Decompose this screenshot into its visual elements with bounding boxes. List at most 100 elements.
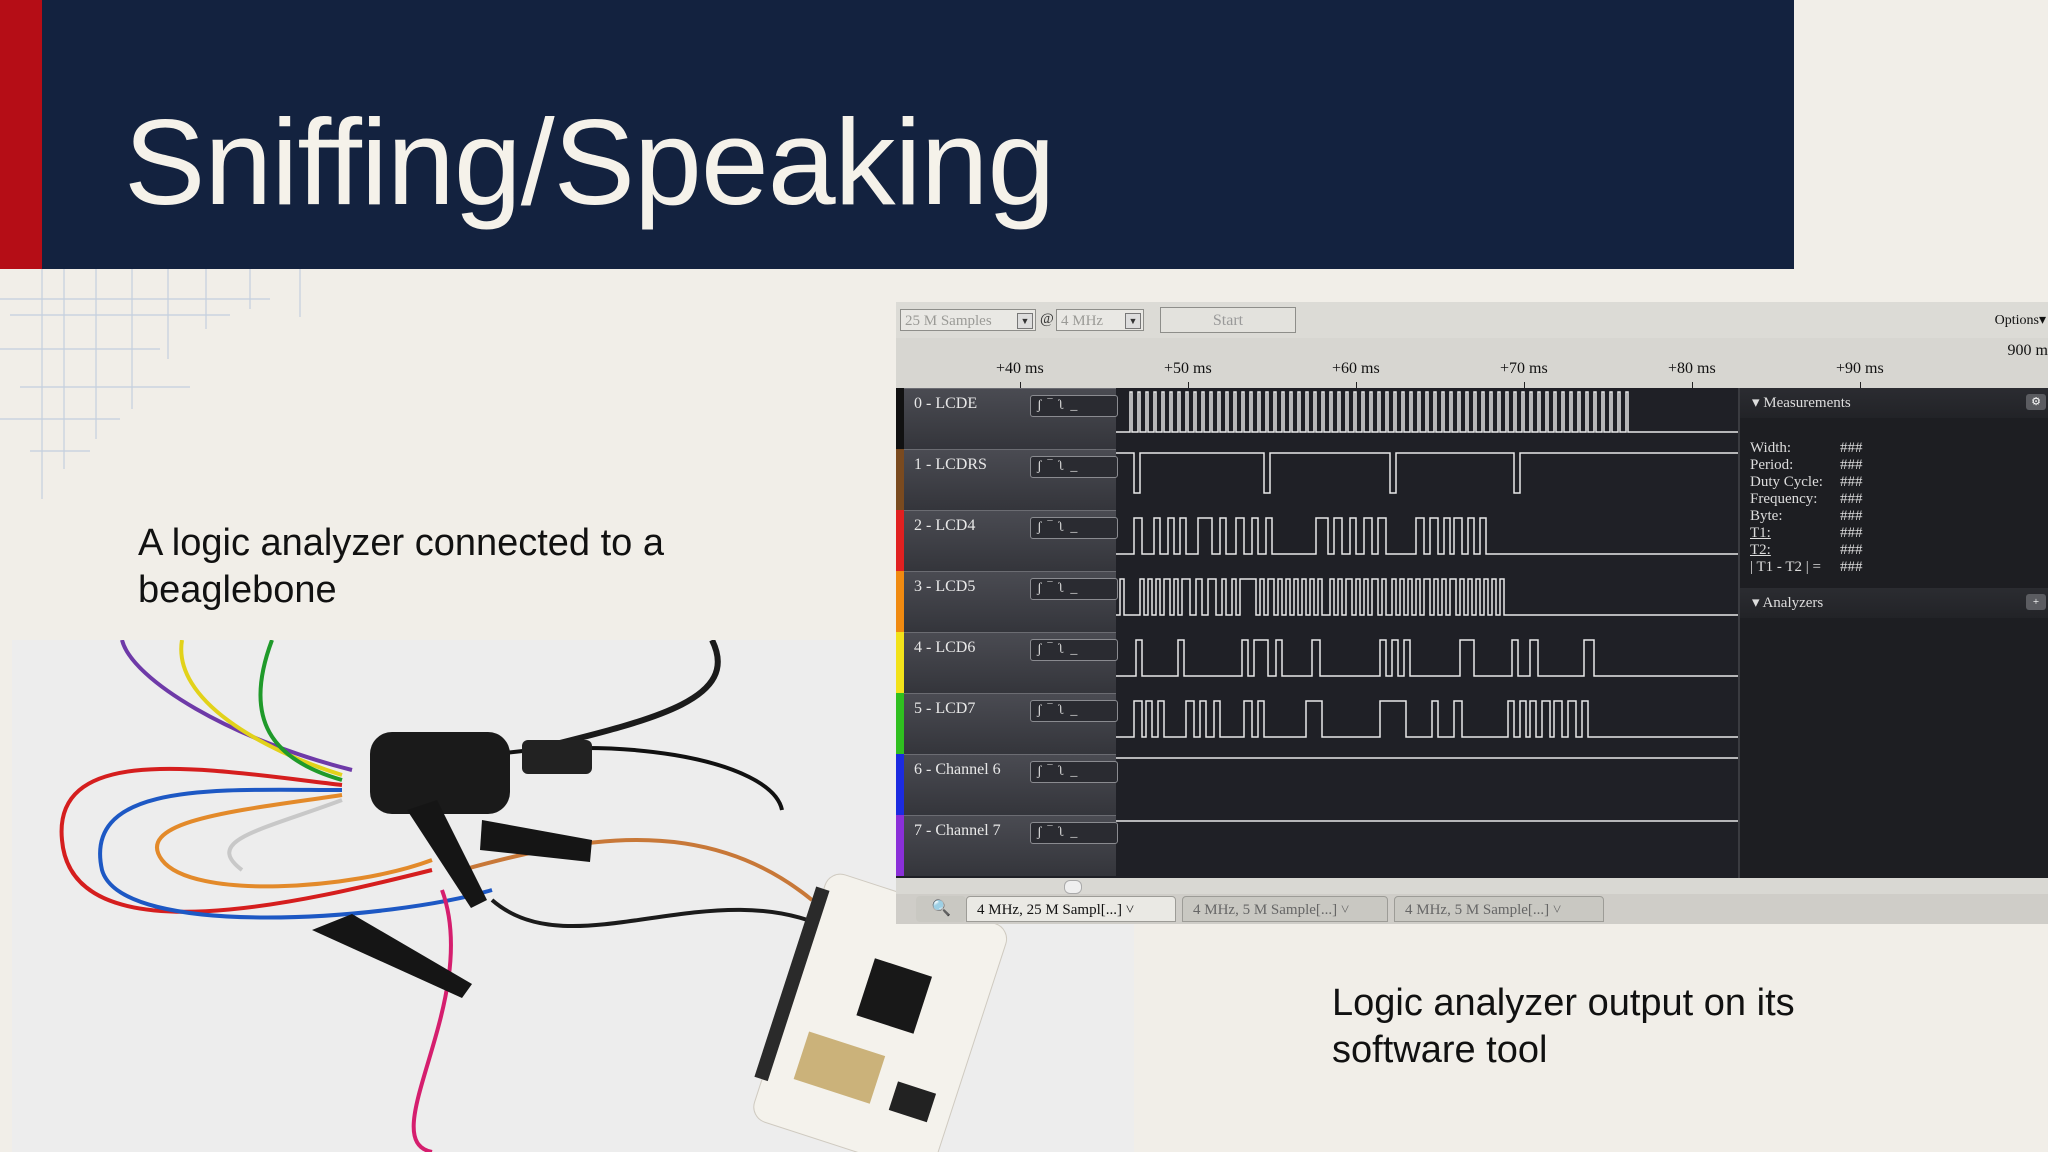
channel-name: 7 - Channel 7 xyxy=(914,822,1001,839)
analyzers-header[interactable]: ▾ Analyzers + xyxy=(1740,588,2048,618)
measurement-row: T1:### xyxy=(1750,525,1863,542)
measurement-row: Byte:### xyxy=(1750,508,1863,525)
add-icon[interactable]: + xyxy=(2026,594,2046,610)
options-menu[interactable]: Options▾ xyxy=(1994,313,2046,328)
tick-mark xyxy=(1356,382,1357,388)
channel-label[interactable]: 1 - LCDRS ʃ‾ʅ_ xyxy=(904,449,1118,510)
channel-name: 3 - LCD5 xyxy=(914,578,976,595)
triangle-down-icon: ▾ xyxy=(1752,395,1764,411)
time-tick: +50 ms xyxy=(1164,360,1212,377)
trigger-buttons[interactable]: ʃ‾ʅ_ xyxy=(1030,395,1118,417)
title-band xyxy=(42,0,1794,269)
samples-value: 25 M Samples xyxy=(905,313,992,329)
bottom-bar: 🔍 4 MHz, 25 M Sampl[...] ˅ 4 MHz, 5 M Sa… xyxy=(896,878,2048,924)
waveform-lcd4 xyxy=(1116,517,1738,555)
channel-name: 4 - LCD6 xyxy=(914,639,976,656)
channel-color-swatch xyxy=(896,815,904,876)
decorative-grid xyxy=(0,269,301,499)
slide-title: Sniffing/Speaking xyxy=(124,94,1055,230)
channel-label[interactable]: 7 - Channel 7 ʃ‾ʅ_ xyxy=(904,815,1118,876)
channel-row-5[interactable]: 5 - LCD7 ʃ‾ʅ_ xyxy=(896,693,2048,754)
channel-name: 6 - Channel 6 xyxy=(914,761,1001,778)
channel-label[interactable]: 0 - LCDE ʃ‾ʅ_ xyxy=(904,388,1118,449)
tab-label: 4 MHz, 5 M Sample[...] xyxy=(1405,902,1550,918)
measurement-value: ### xyxy=(1840,559,1863,575)
tick-mark xyxy=(1692,382,1693,388)
measurement-value: ### xyxy=(1840,440,1863,456)
capture-tab[interactable]: 4 MHz, 25 M Sampl[...] ˅ xyxy=(966,896,1176,922)
measurement-row: | T1 - T2 | = ### xyxy=(1750,559,1863,576)
time-ruler[interactable]: 900 m +40 ms +50 ms +60 ms +70 ms +80 ms… xyxy=(896,338,2048,388)
at-separator: @ xyxy=(1040,311,1054,327)
tick-mark xyxy=(1188,382,1189,388)
accent-bar xyxy=(0,0,42,269)
measurements-header[interactable]: ▾ Measurements ⚙ xyxy=(1740,388,2048,418)
capture-tab[interactable]: 4 MHz, 5 M Sample[...] ˅ xyxy=(1394,896,1604,922)
search-icon[interactable]: 🔍 xyxy=(916,896,966,922)
waveform-channel-6 xyxy=(1116,757,1738,759)
channel-color-swatch xyxy=(896,632,904,693)
channel-row-6[interactable]: 6 - Channel 6 ʃ‾ʅ_ xyxy=(896,754,2048,815)
capture-tab[interactable]: 4 MHz, 5 M Sample[...] ˅ xyxy=(1182,896,1388,922)
waveform-lcdrs xyxy=(1116,452,1738,494)
scroll-thumb[interactable] xyxy=(1064,880,1082,894)
waveform-lcd5 xyxy=(1116,578,1738,616)
channel-label[interactable]: 4 - LCD6 ʃ‾ʅ_ xyxy=(904,632,1118,693)
tab-label: 4 MHz, 5 M Sample[...] xyxy=(1193,902,1338,918)
start-button[interactable]: Start xyxy=(1160,307,1296,333)
horizontal-scrollbar[interactable] xyxy=(896,878,2048,894)
channel-row-2[interactable]: 2 - LCD4 ʃ‾ʅ_ xyxy=(896,510,2048,571)
trigger-buttons[interactable]: ʃ‾ʅ_ xyxy=(1030,822,1118,844)
channel-name: 5 - LCD7 xyxy=(914,700,976,717)
channel-color-swatch xyxy=(896,449,904,510)
chevron-down-icon: ▼ xyxy=(1017,313,1033,329)
channel-color-swatch xyxy=(896,571,904,632)
time-tick: +90 ms xyxy=(1836,360,1884,377)
waveform-lcde xyxy=(1116,391,1738,433)
measurement-value: ### xyxy=(1840,491,1863,507)
rate-select[interactable]: 4 MHz ▼ xyxy=(1056,309,1144,331)
trigger-buttons[interactable]: ʃ‾ʅ_ xyxy=(1030,517,1118,539)
measurement-row: Period:### xyxy=(1750,457,1863,474)
channel-color-swatch xyxy=(896,754,904,815)
channel-row-1[interactable]: 1 - LCDRS ʃ‾ʅ_ xyxy=(896,449,2048,510)
gear-icon[interactable]: ⚙ xyxy=(2026,394,2046,410)
measurement-key: | T1 - T2 | = xyxy=(1750,559,1821,575)
channel-row-7[interactable]: 7 - Channel 7 ʃ‾ʅ_ xyxy=(896,815,2048,876)
trigger-buttons[interactable]: ʃ‾ʅ_ xyxy=(1030,761,1118,783)
channel-label[interactable]: 5 - LCD7 ʃ‾ʅ_ xyxy=(904,693,1118,754)
channel-row-4[interactable]: 4 - LCD6 ʃ‾ʅ_ xyxy=(896,632,2048,693)
trigger-buttons[interactable]: ʃ‾ʅ_ xyxy=(1030,639,1118,661)
measurement-value: ### xyxy=(1840,474,1863,490)
measurement-key: Byte: xyxy=(1750,508,1783,524)
channel-row-3[interactable]: 3 - LCD5 ʃ‾ʅ_ xyxy=(896,571,2048,632)
measurement-row: T2: ### xyxy=(1750,542,1863,559)
trigger-buttons[interactable]: ʃ‾ʅ_ xyxy=(1030,456,1118,478)
rate-value: 4 MHz xyxy=(1061,313,1104,329)
time-tick: +60 ms xyxy=(1332,360,1380,377)
measurement-row: Frequency:### xyxy=(1750,491,1863,508)
time-tick: +80 ms xyxy=(1668,360,1716,377)
channel-color-swatch xyxy=(896,693,904,754)
channel-label[interactable]: 2 - LCD4 ʃ‾ʅ_ xyxy=(904,510,1118,571)
channel-color-swatch xyxy=(896,510,904,571)
time-tick: +40 ms xyxy=(996,360,1044,377)
measurement-value: ### xyxy=(1840,542,1863,558)
beaglebone-photo xyxy=(12,640,1134,1152)
tick-mark xyxy=(1860,382,1861,388)
measurement-value: ### xyxy=(1840,525,1863,541)
caption-logic-analyzer: A logic analyzer connected to a beaglebo… xyxy=(138,522,665,611)
trigger-buttons[interactable]: ʃ‾ʅ_ xyxy=(1030,578,1118,600)
trigger-buttons[interactable]: ʃ‾ʅ_ xyxy=(1030,700,1118,722)
measurement-key: T2: xyxy=(1750,542,1771,558)
measurement-key: Duty Cycle: xyxy=(1750,474,1823,490)
channel-row-0[interactable]: 0 - LCDE ʃ‾ʅ_ xyxy=(896,388,2048,449)
measurement-key: Width: xyxy=(1750,440,1792,456)
side-panel: ▾ Measurements ⚙ Width:### Period:### Du… xyxy=(1738,388,2048,878)
channel-name: 2 - LCD4 xyxy=(914,517,976,534)
measurement-key: Period: xyxy=(1750,457,1794,473)
samples-select[interactable]: 25 M Samples ▼ xyxy=(900,309,1036,331)
channel-label[interactable]: 3 - LCD5 ʃ‾ʅ_ xyxy=(904,571,1118,632)
waveform-channel-7 xyxy=(1116,820,1738,822)
channel-label[interactable]: 6 - Channel 6 ʃ‾ʅ_ xyxy=(904,754,1118,815)
